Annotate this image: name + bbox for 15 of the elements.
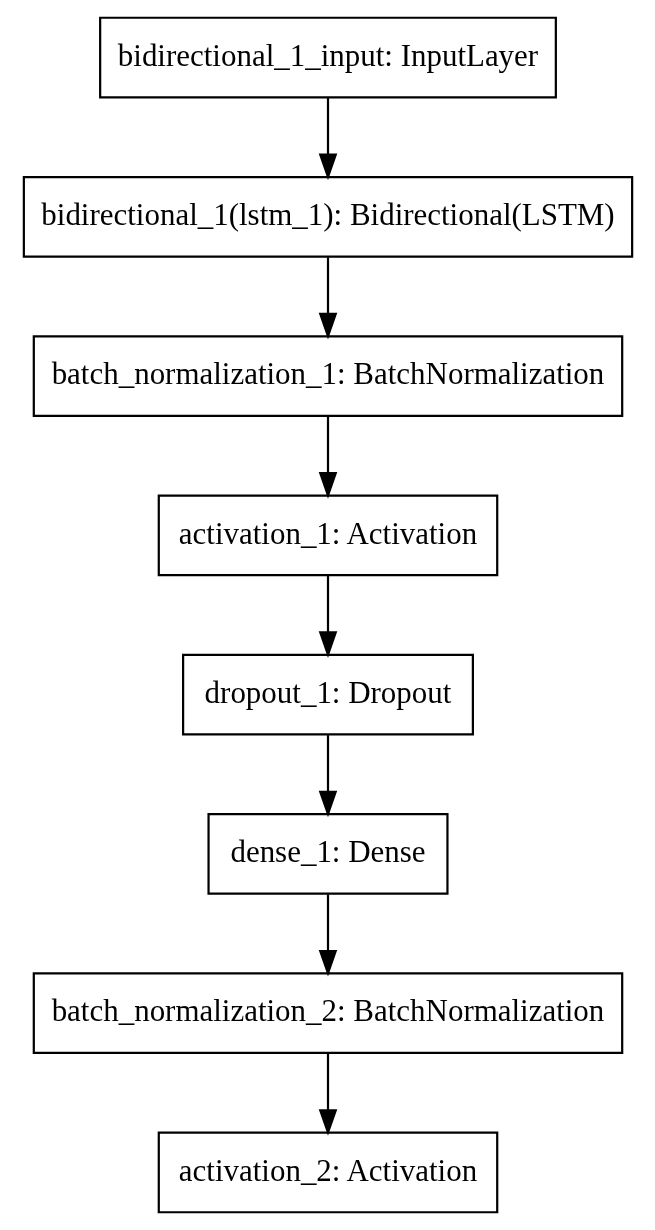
node-box: batch_normalization_2: BatchNormalization <box>32 972 623 1055</box>
node-box: dropout_1: Dropout <box>181 653 474 736</box>
arrow <box>318 1053 337 1136</box>
node-box: bidirectional_1(lstm_1): Bidirectional(LSTM) <box>22 175 633 258</box>
node-box: batch_normalization_1: BatchNormalization <box>32 335 623 418</box>
node-box: dense_1: Dense <box>206 812 449 895</box>
node-box: activation_1: Activation <box>157 494 498 577</box>
arrow <box>318 894 337 977</box>
node-box: bidirectional_1_input: InputLayer <box>98 16 557 99</box>
arrow <box>318 416 337 499</box>
arrow <box>318 575 337 658</box>
arrow <box>318 257 337 340</box>
node-box: activation_2: Activation <box>157 1131 498 1214</box>
arrow <box>318 98 337 181</box>
arrow <box>318 735 337 818</box>
